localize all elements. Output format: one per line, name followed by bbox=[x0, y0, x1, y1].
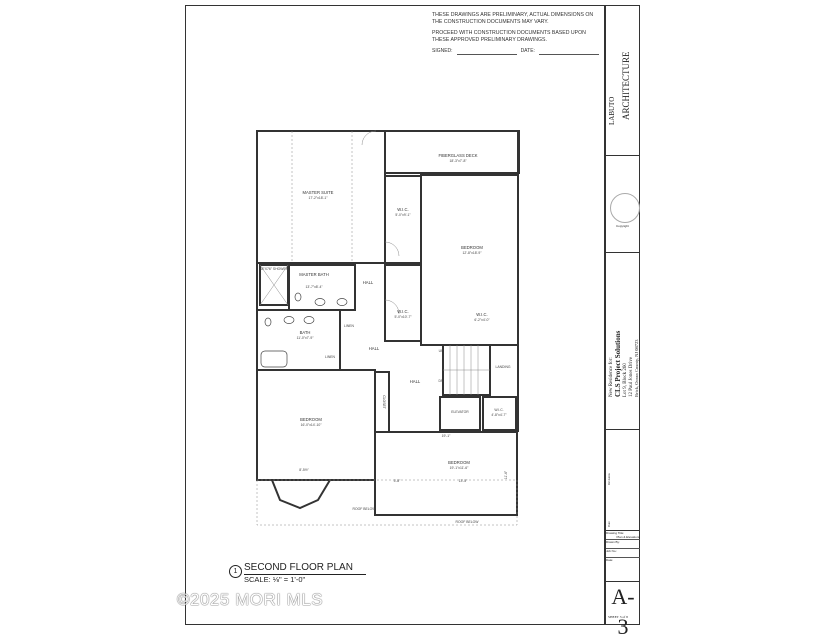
svg-text:13'-5": 13'-5" bbox=[459, 479, 468, 483]
svg-text:6'-2"x4'-0": 6'-2"x4'-0" bbox=[474, 318, 490, 322]
room-wic: W.I.C. bbox=[494, 408, 503, 412]
svg-text:LINEN: LINEN bbox=[325, 355, 336, 359]
svg-text:5'-0"x9'-1": 5'-0"x9'-1" bbox=[395, 213, 411, 217]
room-master-bath: MASTER BATH bbox=[299, 272, 328, 277]
svg-text:ROOF BELOW: ROOF BELOW bbox=[353, 507, 377, 511]
svg-text:4'-8"x4'-7": 4'-8"x4'-7" bbox=[491, 413, 507, 417]
room-hall: HALL bbox=[410, 379, 421, 384]
svg-text:5'-8": 5'-8" bbox=[394, 479, 402, 483]
closet-label: CLOSET bbox=[382, 395, 386, 409]
svg-text:48"X76" SHOWER: 48"X76" SHOWER bbox=[260, 267, 289, 271]
room-landing: LANDING bbox=[495, 365, 510, 369]
stair-treads bbox=[443, 345, 490, 395]
firm-logo: LABUTO bbox=[608, 96, 616, 125]
note-1: THESE DRAWINGS ARE PRELIMINARY, ACTUAL D… bbox=[432, 12, 594, 25]
svg-text:DN: DN bbox=[439, 379, 444, 383]
firm-name: ARCHITECTURE bbox=[621, 51, 631, 121]
date-label: DATE: bbox=[520, 48, 535, 54]
room-hall: HALL bbox=[369, 346, 380, 351]
walls bbox=[256, 130, 520, 516]
client-name: CLS Project Solutions bbox=[614, 330, 622, 397]
room-wic: W.I.C. bbox=[397, 207, 408, 212]
plan-title-block: SECOND FLOOR PLAN SCALE: ⅛" = 1'-0" bbox=[244, 562, 366, 584]
room-bath: BATH bbox=[300, 330, 311, 335]
room-labels: MASTER SUITE 17'-2"x18'-1" FIBERGLASS DE… bbox=[260, 153, 511, 524]
svg-text:UP: UP bbox=[439, 349, 444, 353]
svg-text:17'-2"x18'-1": 17'-2"x18'-1" bbox=[309, 196, 329, 200]
watermark: ©2025 MORI MLS bbox=[177, 590, 324, 609]
svg-text:ROOF BELOW: ROOF BELOW bbox=[456, 520, 480, 524]
svg-text:5'-0"x10'-7": 5'-0"x10'-7" bbox=[394, 315, 412, 319]
room-master-suite: MASTER SUITE bbox=[303, 190, 334, 195]
svg-text:19'-1": 19'-1" bbox=[442, 434, 451, 438]
svg-text:LINEN: LINEN bbox=[344, 324, 355, 328]
svg-text:8'-5½": 8'-5½" bbox=[299, 468, 309, 472]
svg-text:13'-7"x8'-4": 13'-7"x8'-4" bbox=[305, 285, 323, 289]
signed-label: SIGNED: bbox=[432, 48, 453, 54]
seal bbox=[610, 193, 640, 223]
svg-text:12'-8"x18'-9": 12'-8"x18'-9" bbox=[463, 251, 483, 255]
plan-title: SECOND FLOOR PLAN bbox=[244, 562, 366, 575]
room-hall: HALL bbox=[363, 280, 374, 285]
room-elevator: ELEVATOR bbox=[451, 410, 469, 414]
svg-text:16'-0"x14'-10": 16'-0"x14'-10" bbox=[301, 423, 323, 427]
room-bedroom: BEDROOM bbox=[461, 245, 483, 250]
room-bedroom: BEDROOM bbox=[448, 460, 470, 465]
room-wic: W.I.C. bbox=[476, 312, 487, 317]
plan-number: 1 bbox=[229, 565, 242, 578]
svg-text:19'-1"x11'-6": 19'-1"x11'-6" bbox=[450, 466, 470, 470]
title-block: ARCHITECTURE LABUTO Copyright New Reside… bbox=[604, 5, 640, 639]
svg-text:18'-3"x7'-8": 18'-3"x7'-8" bbox=[449, 159, 467, 163]
room-wic: W.I.C. bbox=[397, 309, 408, 314]
room-deck: FIBERGLASS DECK bbox=[438, 153, 477, 158]
plan-scale: SCALE: ⅛" = 1'-0" bbox=[244, 575, 306, 584]
preliminary-notes: THESE DRAWINGS ARE PRELIMINARY, ACTUAL D… bbox=[432, 12, 602, 55]
fixtures bbox=[260, 292, 348, 368]
svg-text:11'-0"x7'-9": 11'-0"x7'-9" bbox=[297, 336, 315, 340]
sheet-number: A-3 bbox=[606, 581, 640, 642]
drawing-sheet bbox=[185, 5, 640, 625]
room-bedroom: BEDROOM bbox=[300, 417, 322, 422]
svg-text:11'-6": 11'-6" bbox=[504, 470, 508, 479]
note-2: PROCEED WITH CONSTRUCTION DOCUMENTS BASE… bbox=[432, 30, 586, 43]
